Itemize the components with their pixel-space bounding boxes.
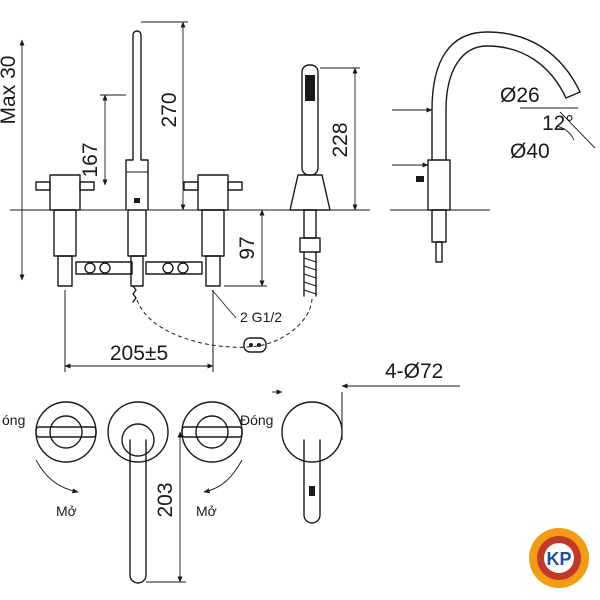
dim-97: 97 (236, 236, 259, 259)
left-valve (35, 174, 95, 287)
dim-hole: 4-Ø72 (385, 360, 443, 383)
dim-270: 270 (158, 92, 181, 127)
hand-shower (289, 64, 331, 297)
label-close-left: óng (2, 412, 25, 428)
dim-228: 228 (329, 122, 352, 157)
label-close-right: Đóng (240, 412, 273, 428)
left-handle-lever (35, 426, 97, 438)
shower-rosette (281, 401, 343, 463)
side-elevation: Ø26 Ø40 12° (390, 31, 596, 263)
logo-text: KP (546, 549, 571, 569)
spout-rosette (107, 401, 169, 463)
dim-167: 167 (79, 142, 102, 177)
spout-body (125, 30, 149, 303)
right-valve (183, 174, 243, 287)
label-open-left: Mở (56, 503, 77, 519)
right-handle-rosette (181, 401, 243, 463)
brand-logo: KP (529, 528, 589, 588)
connection-pipes (75, 261, 203, 275)
left-handle-rosette (35, 401, 97, 463)
right-handle-lever (181, 426, 243, 438)
dim-203: 203 (154, 482, 177, 517)
shower-hose (136, 297, 313, 348)
label-open-right: Mở (196, 503, 217, 519)
dim-d26: Ø26 (500, 84, 540, 107)
dim-spacing: 205±5 (110, 342, 168, 365)
hose-weight (243, 337, 267, 353)
front-elevation: Max 30 167 270 228 97 2 G1/2 205±5 (0, 21, 370, 372)
dim-max-height: Max 30 (0, 56, 20, 125)
thread-label: 2 G1/2 (240, 309, 282, 325)
dim-d40: Ø40 (510, 140, 550, 163)
plan-view: óng Đóng Mở Mở 4-Ø72 203 (2, 360, 460, 584)
dim-angle: 12° (542, 112, 574, 135)
